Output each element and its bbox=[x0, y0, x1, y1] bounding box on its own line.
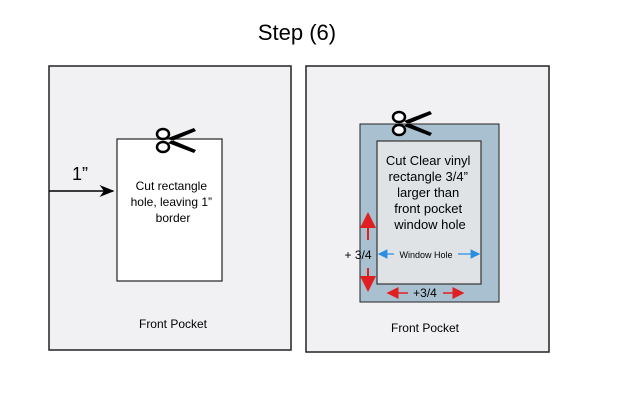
window-hole bbox=[376, 140, 482, 285]
measure-label: 1” bbox=[72, 164, 88, 184]
page-title: Step (6) bbox=[258, 20, 336, 45]
caption: Front Pocket bbox=[139, 317, 208, 331]
right-panel: Cut Clear vinyl rectangle 3/4” larger th… bbox=[305, 65, 550, 353]
caption: Front Pocket bbox=[391, 321, 460, 335]
horizontal-label: +3/4 bbox=[413, 286, 437, 300]
instruction-text: Cut rectangle hole, leaving 1” border bbox=[131, 179, 216, 225]
instruction-text: Cut Clear vinyl rectangle 3/4” larger th… bbox=[386, 153, 474, 232]
left-panel: 1” Cut rectangle hole, leaving 1” border… bbox=[48, 65, 292, 351]
cut-hole bbox=[116, 138, 223, 282]
vertical-label: + 3/4 bbox=[344, 248, 371, 262]
window-label: Window Hole bbox=[399, 250, 452, 260]
